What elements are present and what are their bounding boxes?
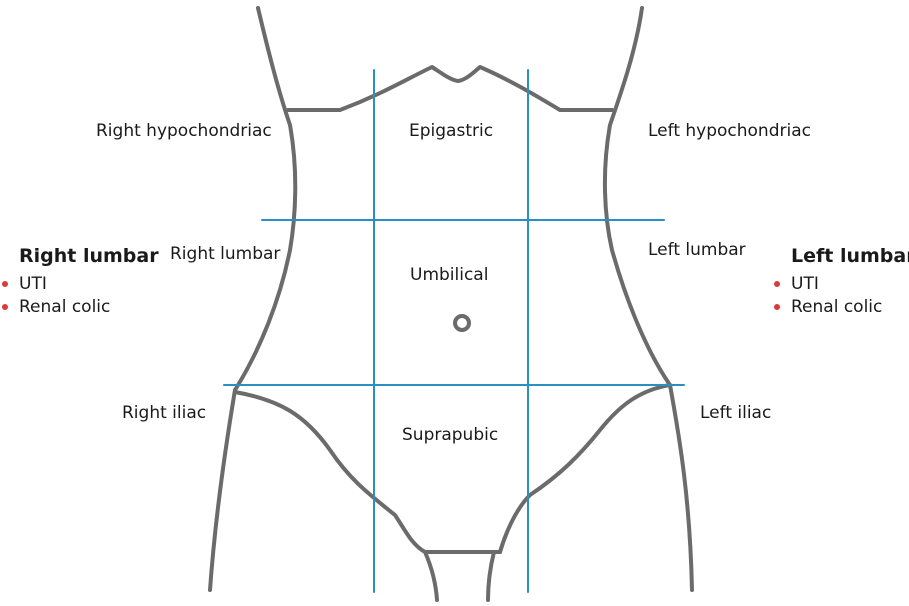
callout-item: UTI [0, 273, 159, 296]
callout-list: UTI Renal colic [791, 273, 909, 319]
left-inguinal-outline [500, 385, 670, 552]
callout-list: UTI Renal colic [19, 273, 159, 319]
region-label-left-hypochondriac: Left hypochondriac [648, 123, 811, 140]
right-inguinal-outline [235, 392, 500, 552]
right-side-outline [605, 8, 692, 590]
callout-title: Right lumbar [19, 245, 159, 267]
right-thigh-inner-outline [425, 552, 437, 600]
region-label-umbilical: Umbilical [410, 267, 488, 284]
callout-item: Renal colic [772, 296, 909, 319]
callout-left-lumbar: Left lumbar UTI Renal colic [791, 245, 909, 319]
callout-item: UTI [772, 273, 909, 296]
left-side-outline [210, 8, 295, 590]
region-label-suprapubic: Suprapubic [402, 427, 498, 444]
left-thigh-inner-outline [488, 552, 494, 600]
callout-title: Left lumbar [791, 245, 909, 267]
region-label-right-lumbar: Right lumbar [170, 246, 280, 263]
region-label-left-lumbar: Left lumbar [648, 242, 746, 259]
region-label-right-hypochondriac: Right hypochondriac [96, 123, 272, 140]
navel-icon [455, 316, 469, 330]
region-label-right-iliac: Right iliac [122, 405, 206, 422]
callout-item: Renal colic [0, 296, 159, 319]
ribcage-outline [288, 67, 612, 110]
region-label-left-iliac: Left iliac [700, 405, 771, 422]
region-label-epigastric: Epigastric [409, 123, 493, 140]
callout-right-lumbar: Right lumbar UTI Renal colic [19, 245, 159, 319]
